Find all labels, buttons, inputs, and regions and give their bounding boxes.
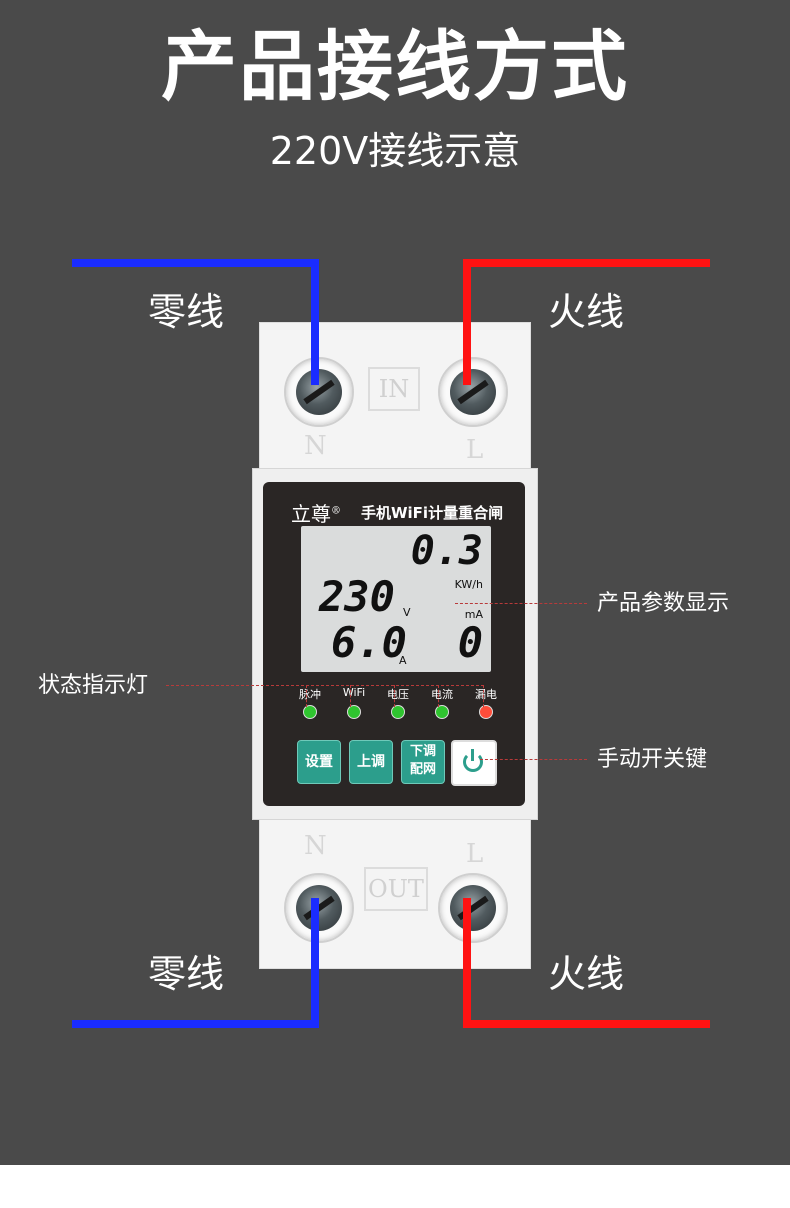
neutral-label-bottom: 零线 bbox=[148, 952, 225, 996]
model-name: 手机WiFi计量重合闸 bbox=[361, 504, 504, 522]
lcd-display: 0.3 KW/h 230 V mA 6.0 A 0 bbox=[301, 526, 491, 672]
power-icon bbox=[463, 749, 483, 772]
neutral-wire-in-vertical bbox=[311, 259, 319, 385]
down-pairing-button[interactable]: 下调 配网 bbox=[401, 740, 445, 784]
page-title: 产品接线方式 bbox=[161, 22, 629, 111]
status-led-callout: 状态指示灯 bbox=[38, 673, 149, 698]
display-callout: 产品参数显示 bbox=[597, 591, 730, 616]
up-button[interactable]: 上调 bbox=[349, 740, 393, 784]
terminal-l-mark-bottom: L bbox=[466, 839, 484, 869]
neutral-wire-out-vertical bbox=[311, 898, 319, 1028]
status-led-icon bbox=[347, 705, 361, 719]
terminal-n-out bbox=[284, 873, 354, 943]
out-terminal-box: OUT bbox=[364, 867, 428, 911]
leakage-unit: mA bbox=[464, 608, 483, 621]
terminal-l-out bbox=[438, 873, 508, 943]
screw-icon bbox=[296, 885, 342, 931]
live-wire-in-vertical bbox=[463, 259, 471, 385]
neutral-wire-in-horizontal bbox=[72, 259, 319, 267]
in-terminal-box: IN bbox=[368, 367, 420, 411]
status-led-icon bbox=[303, 705, 317, 719]
status-led-row: 脉冲 WiFi 电压 电流 漏电 bbox=[289, 686, 509, 726]
control-panel: 立尊® 手机WiFi计量重合闸 0.3 KW/h 230 V mA 6.0 A … bbox=[263, 482, 525, 806]
current-value: 6.0 bbox=[331, 618, 407, 667]
live-wire-out-vertical bbox=[463, 898, 471, 1028]
led-leakage: 漏电 bbox=[465, 686, 507, 723]
screw-icon bbox=[450, 885, 496, 931]
terminal-n-in bbox=[284, 357, 354, 427]
terminal-l-in bbox=[438, 357, 508, 427]
led-wifi: WiFi bbox=[333, 686, 375, 723]
brand-logo: 立尊® bbox=[291, 502, 341, 526]
neutral-wire-out-horizontal bbox=[72, 1020, 319, 1028]
display-callout-line bbox=[455, 603, 587, 604]
live-wire-in-horizontal bbox=[463, 259, 710, 267]
set-button[interactable]: 设置 bbox=[297, 740, 341, 784]
led-current: 电流 bbox=[421, 686, 463, 723]
terminal-n-mark: N bbox=[304, 431, 327, 461]
leakage-value: 0 bbox=[457, 618, 483, 667]
status-led-callout-line bbox=[166, 685, 484, 686]
energy-unit: KW/h bbox=[454, 578, 483, 591]
screw-icon bbox=[450, 369, 496, 415]
callout-tick bbox=[306, 685, 307, 707]
neutral-label-top: 零线 bbox=[148, 290, 225, 334]
energy-value: 0.3 bbox=[410, 528, 483, 574]
power-button[interactable] bbox=[451, 740, 497, 786]
live-wire-out-horizontal bbox=[463, 1020, 710, 1028]
live-label-bottom: 火线 bbox=[548, 952, 625, 996]
terminal-n-mark-bottom: N bbox=[304, 831, 327, 861]
callout-tick bbox=[350, 685, 351, 707]
live-label-top: 火线 bbox=[548, 290, 625, 334]
voltage-unit: V bbox=[403, 606, 411, 619]
current-unit: A bbox=[399, 654, 407, 667]
status-led-icon bbox=[435, 705, 449, 719]
callout-tick bbox=[483, 685, 484, 707]
power-key-callout-line bbox=[480, 759, 587, 760]
voltage-value: 230 bbox=[319, 572, 395, 621]
callout-tick bbox=[438, 685, 439, 707]
screw-icon bbox=[296, 369, 342, 415]
terminal-l-mark: L bbox=[466, 435, 484, 465]
callout-tick bbox=[394, 685, 395, 707]
power-key-callout: 手动开关键 bbox=[597, 747, 708, 772]
led-pulse: 脉冲 bbox=[289, 686, 331, 723]
led-voltage: 电压 bbox=[377, 686, 419, 723]
status-led-icon bbox=[391, 705, 405, 719]
status-led-icon bbox=[479, 705, 493, 719]
page-subtitle: 220V接线示意 bbox=[269, 129, 521, 173]
